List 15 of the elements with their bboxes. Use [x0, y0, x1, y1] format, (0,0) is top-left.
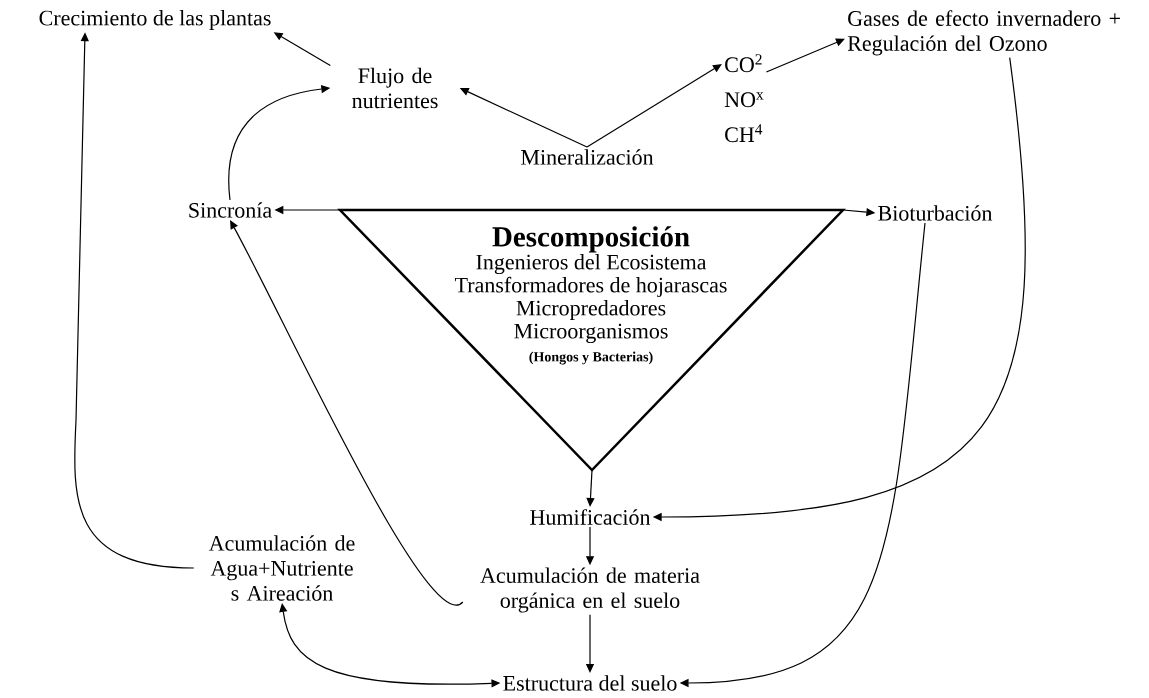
process-label: Gases de efecto invernadero + Regulación del Ozono: [847, 10, 1120, 56]
process-label: Estructura del suelo: [503, 675, 677, 691]
process-label: Sincronía: [189, 202, 272, 218]
arrow: [586, 64, 722, 148]
arrow: [765, 38, 845, 73]
process-label: Humificación: [530, 509, 651, 525]
process-label: Acumulación de Agua+Nutriente s Aireación: [208, 535, 355, 601]
process-label: Bioturbación: [878, 205, 993, 221]
process-label: Flujo de nutrientes: [352, 67, 438, 109]
arrow: [230, 220, 464, 606]
arrow: [586, 469, 595, 507]
process-label: Mineralización: [521, 149, 654, 165]
process-label: Acumulación de materia orgánica en el suelo: [480, 567, 700, 613]
process-label: Crecimiento de las plantas: [39, 10, 271, 30]
gas-formulas: CO$^{2}$ NO$^{x}$ CH$^{4}$: [724, 54, 764, 143]
